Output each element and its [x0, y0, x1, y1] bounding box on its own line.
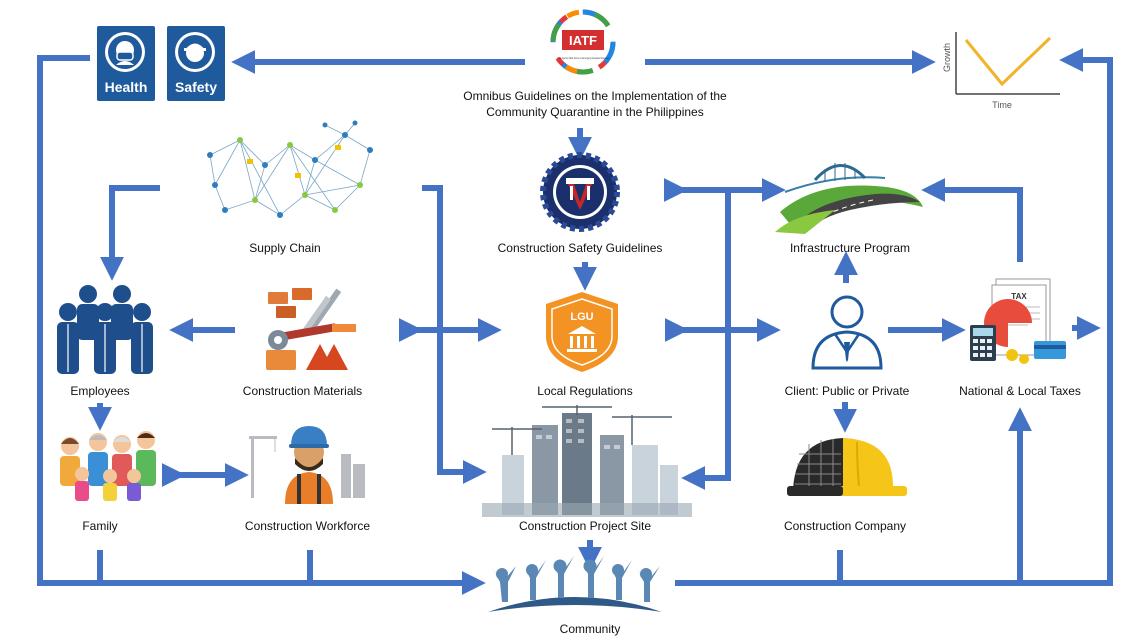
community-label: Community — [559, 622, 621, 636]
omnibus-label: Omnibus Guidelines on the Implementation… — [463, 89, 727, 119]
iatf-fine-print: Inter-Agency Task Force on Emerging Infe… — [557, 56, 609, 60]
infrastructure-label: Infrastructure Program — [789, 241, 911, 255]
client-person-icon — [811, 295, 883, 370]
arrow-left-loop — [37, 55, 486, 595]
supply-chain-network-icon — [207, 120, 373, 218]
tax-doc-text: TAX — [1011, 292, 1027, 301]
family-label: Family — [82, 519, 118, 533]
safety-guidelines-emblem-icon — [540, 152, 620, 232]
employees-people-icon — [57, 285, 153, 374]
safety-guidelines-label: Construction Safety Guidelines — [497, 241, 663, 255]
construction-site-icon — [482, 405, 692, 517]
arrow-right-loop — [675, 48, 1113, 586]
arrow-taxes-to-infra — [921, 178, 1023, 262]
iatf-logo: IATF Inter-Agency Task Force on Emerging… — [550, 9, 616, 75]
lgu-badge-icon: LGU — [546, 292, 618, 372]
family-icon — [60, 431, 156, 501]
taxes-icon: TAX — [970, 278, 1066, 364]
lgu-badge-text: LGU — [570, 311, 593, 323]
supply-chain-label: Supply Chain — [249, 241, 321, 255]
project-site-label: Construction Project Site — [518, 519, 652, 533]
construction-materials-icon — [266, 288, 356, 370]
materials-label: Construction Materials — [242, 384, 363, 398]
health-label: Health — [104, 79, 148, 95]
community-people-icon — [488, 554, 662, 612]
safety-sign: Safety — [167, 26, 225, 101]
local-regulations-label: Local Regulations — [537, 384, 633, 398]
employees-label: Employees — [70, 384, 130, 398]
safety-label: Safety — [174, 79, 218, 95]
growth-chart-icon: Growth Time — [942, 32, 1060, 110]
client-label: Client: Public or Private — [784, 384, 910, 398]
company-label: Construction Company — [783, 519, 907, 533]
growth-y-label: Growth — [942, 43, 952, 72]
health-sign: Health — [97, 26, 155, 101]
arrow-vertical-connector — [681, 190, 731, 490]
growth-x-label: Time — [992, 100, 1012, 110]
infrastructure-bridge-icon — [775, 163, 923, 234]
taxes-label: National & Local Taxes — [959, 384, 1081, 398]
arrow-supply-to-employees — [100, 185, 160, 281]
iatf-abbr: IATF — [569, 33, 597, 48]
face-mask-icon — [116, 41, 134, 65]
construction-worker-icon — [249, 426, 365, 504]
construction-company-icon — [787, 438, 907, 496]
workforce-label: Construction Workforce — [244, 519, 371, 533]
hard-hat-icon — [183, 42, 207, 62]
